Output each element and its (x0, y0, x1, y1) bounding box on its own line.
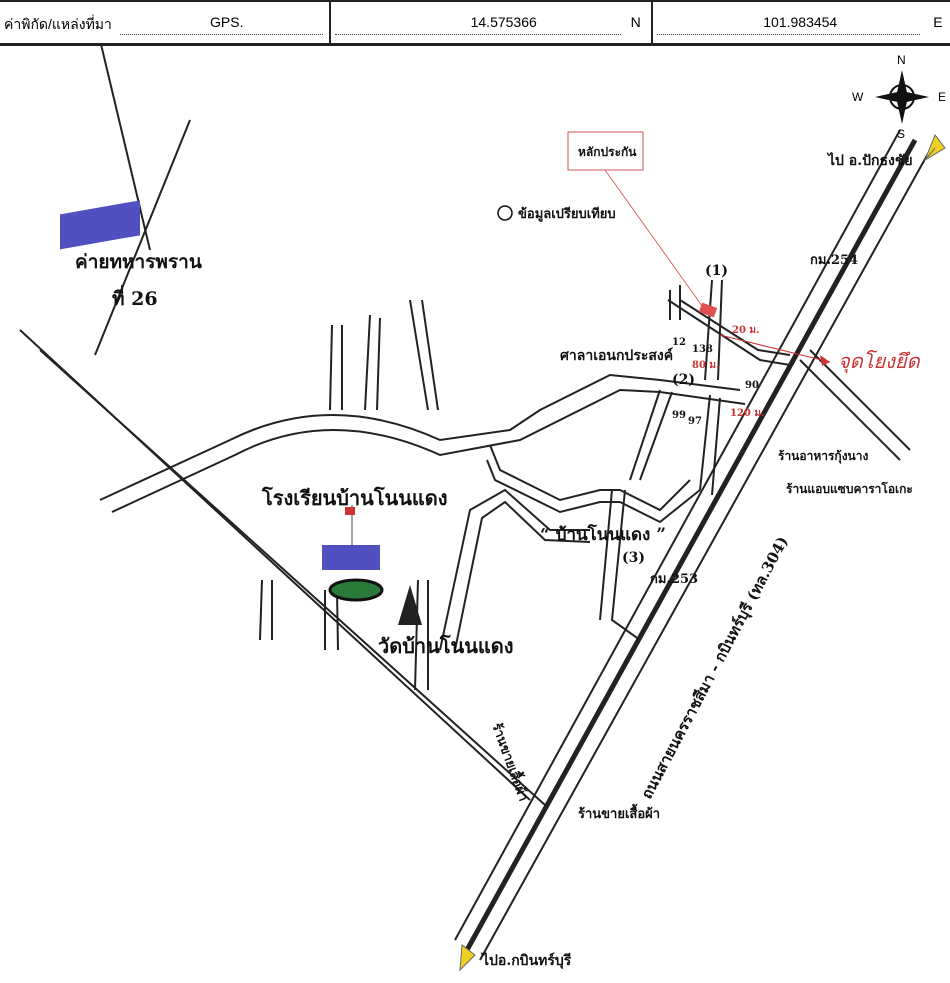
dotted-line (657, 34, 920, 35)
longitude-unit: E (933, 14, 943, 30)
compass-n: N (897, 53, 906, 67)
dotted-line (120, 34, 323, 35)
arrow-ne-icon (923, 133, 946, 162)
coordinate-label: ค่าพิกัด/แหล่งที่มา (4, 16, 112, 32)
label-house-97: 97 (688, 416, 702, 427)
flag-icon (345, 507, 355, 515)
collateral-box (567, 131, 644, 171)
longitude-value: 101.983454 (763, 14, 838, 30)
army-camp: ค่ายทหารพราน ที่ 26 (60, 200, 202, 310)
label-km254: กม.254 (810, 253, 858, 268)
latitude-cell: 14.575366 N (331, 2, 654, 43)
label-restaurant: ร้านอาหารกุ้งนาง (778, 449, 868, 464)
label-zone-3: (3) (622, 550, 645, 566)
label-house-99: 99 (672, 410, 686, 421)
dotted-line (334, 34, 622, 35)
label-house-90: 90 (745, 380, 759, 391)
coordinate-header: ค่าพิกัด/แหล่งที่มา GPS. 14.575366 N 101… (0, 0, 950, 46)
label-distance-20m: 20 ม. (732, 325, 759, 336)
temple: วัดบ้านโนนแดง (378, 585, 514, 658)
point-arrow (719, 334, 831, 363)
label-collateral: หลักประกัน (578, 145, 637, 159)
compass: N S W E (852, 53, 946, 141)
label-to-kabin-buri: ไปอ.กบินทร์บุรี (480, 951, 572, 969)
label-anchor-point: จุดโยงยึด (838, 349, 921, 374)
map: ถนนสายนครราชสีมา - กบินทร์บุรี (ทล.304) … (19, 46, 946, 972)
label-school: โรงเรียนบ้านโนนแดง (261, 486, 448, 510)
label-temple: วัดบ้านโนนแดง (378, 634, 514, 658)
temple-icon (398, 585, 422, 625)
label-distance-80m: 80 ม. (692, 360, 719, 371)
compass-s: S (897, 127, 905, 141)
label-zone-2: (2) (672, 372, 695, 388)
school: โรงเรียนบ้านโนนแดง (261, 486, 448, 602)
latitude-value: 14.575366 (470, 14, 537, 30)
label-zone-1: (1) (705, 263, 728, 279)
longitude-cell: 101.983454 E (653, 2, 950, 43)
label-karaoke: ร้านแอบแซบคาราโอเกะ (786, 481, 913, 496)
label-house-12: 12 (672, 337, 686, 348)
arrowhead-icon (820, 355, 830, 366)
arrow-sw-icon (459, 944, 476, 972)
compass-w: W (852, 90, 864, 104)
label-sala: ศาลาเอนกประสงค์ (560, 347, 673, 364)
label-house-138: 138 (692, 344, 713, 355)
label-to-pak-thong-chai: ไป อ.ปักธงชัย (826, 151, 913, 169)
label-clothes-shop-1: ร้านขายเสื้อผ้า (488, 720, 534, 804)
label-clothes-shop-2: ร้านขายเสื้อผ้า (578, 803, 660, 822)
source-cell: ค่าพิกัด/แหล่งที่มา GPS. (0, 2, 331, 43)
roads (19, 46, 911, 806)
latitude-unit: N (630, 14, 641, 30)
label-km253: กม.253 (650, 572, 698, 587)
label-distance-120m: 120 ม. (730, 408, 764, 419)
label-comparable: ข้อมูลเปรียบเทียบ (518, 206, 616, 222)
compass-e: E (938, 90, 946, 104)
field-icon (328, 578, 384, 602)
label-camp: ค่ายทหารพราน (75, 251, 202, 273)
building-icon (60, 200, 140, 250)
label-camp-number: ที่ 26 (112, 285, 158, 310)
label-village: “ บ้านโนนแดง ” (540, 524, 666, 545)
collateral-parcel (698, 302, 718, 318)
building-icon (322, 545, 380, 570)
collateral-leader (604, 169, 706, 311)
source-value: GPS. (210, 14, 244, 30)
highway (454, 129, 931, 961)
comparable-marker-icon (497, 205, 513, 221)
